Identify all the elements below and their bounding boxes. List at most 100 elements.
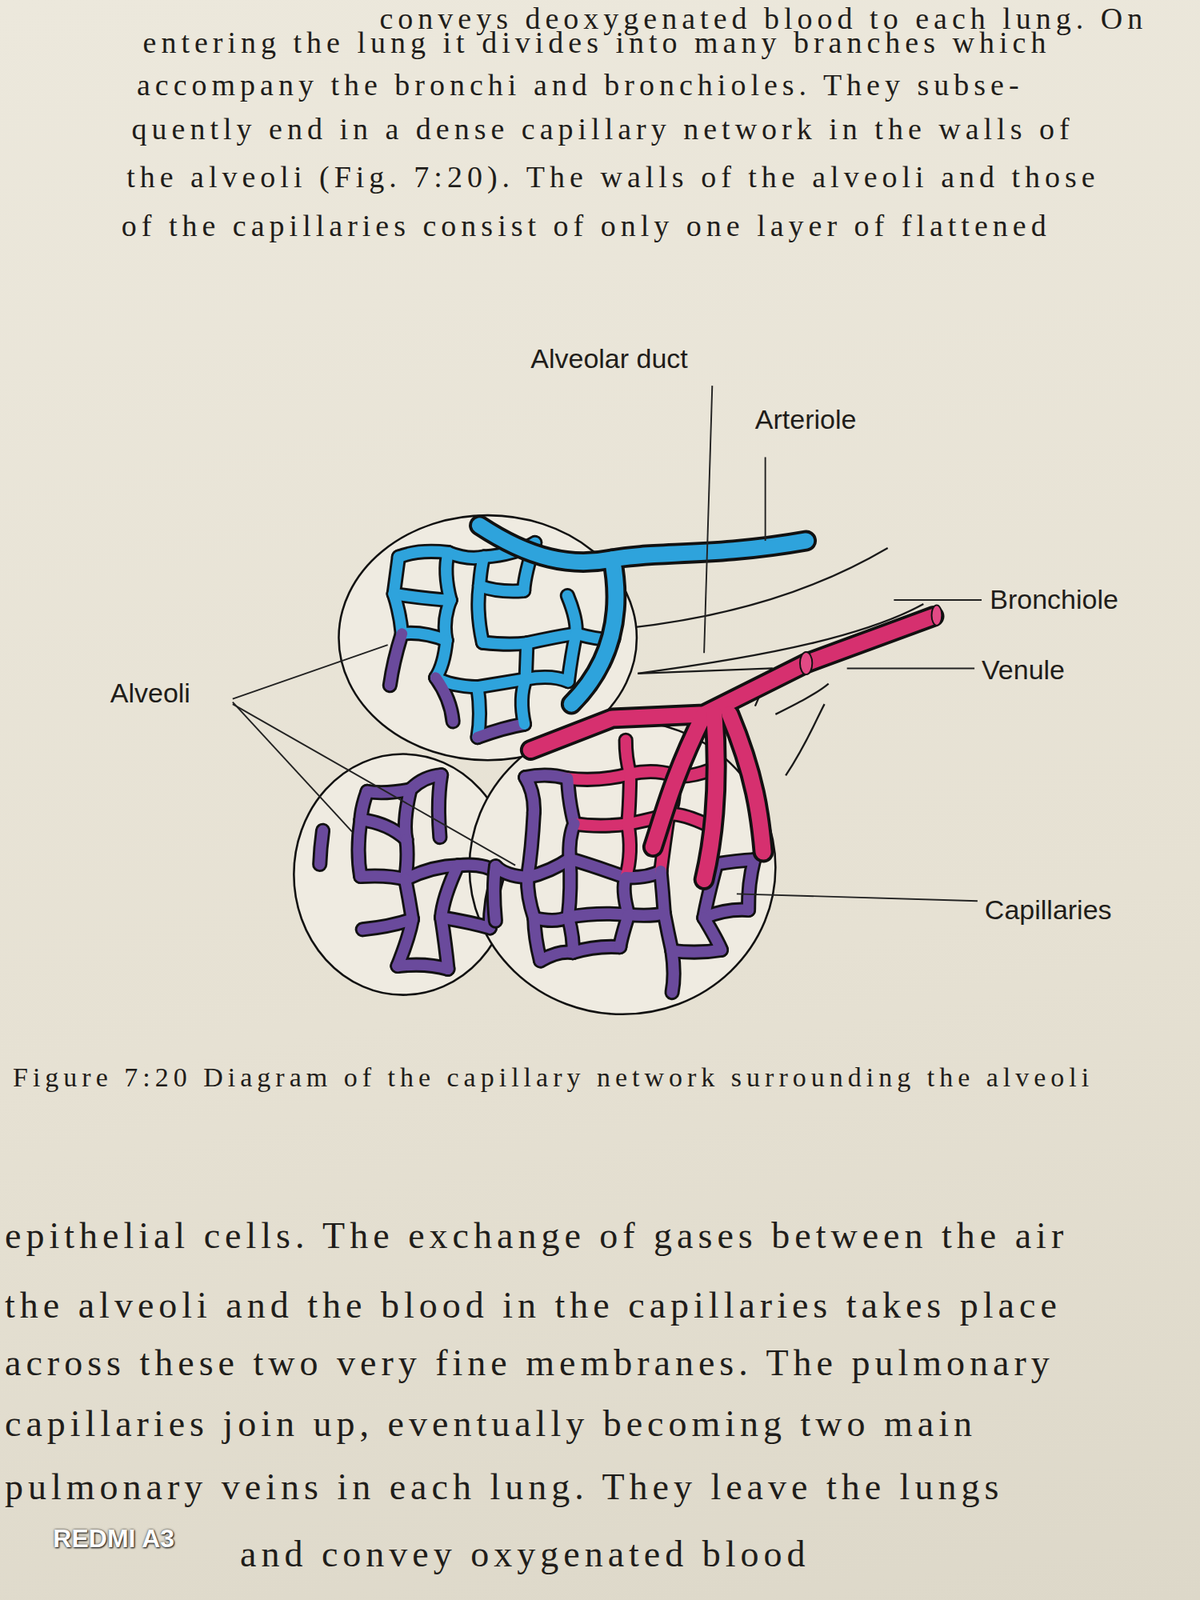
capillary xyxy=(527,859,570,878)
capillary xyxy=(482,642,527,644)
part-label: Alveolar duct xyxy=(530,343,688,375)
leader-line xyxy=(704,385,712,653)
capillary xyxy=(477,687,480,738)
capillary-outline xyxy=(572,946,620,952)
body-text-line: the alveoli and the blood in the capilla… xyxy=(4,1284,1062,1328)
capillary xyxy=(527,812,534,877)
capillary-outline xyxy=(398,551,448,557)
body-text-line: the alveoli (Fig. 7:20). The walls of th… xyxy=(126,160,1100,196)
capillary xyxy=(436,640,447,678)
capillary-outline xyxy=(527,877,534,919)
venule-outline xyxy=(729,714,764,852)
capillary-outline xyxy=(393,556,399,594)
capillary-outline xyxy=(704,917,722,950)
capillary-outline xyxy=(569,859,626,878)
part-label: Alveoli xyxy=(110,677,191,709)
capillary-outline xyxy=(672,951,674,993)
capillary xyxy=(398,551,448,557)
arteriole xyxy=(571,559,616,704)
capillary xyxy=(444,600,451,640)
capillary-outline xyxy=(446,552,451,601)
figure-caption: Figure 7:20 Diagram of the capillary net… xyxy=(12,1061,1094,1093)
capillary xyxy=(628,913,665,916)
leader-line xyxy=(893,599,982,601)
capillary-outline xyxy=(620,915,629,948)
body-text-line: epithelial cells. The exchange of gases … xyxy=(4,1215,1068,1258)
capillary-outline xyxy=(521,679,526,724)
capillary-outline xyxy=(405,879,413,920)
capillary-outline xyxy=(525,677,568,682)
leader-lines xyxy=(232,385,982,901)
capillary xyxy=(534,918,541,961)
venule-outline xyxy=(652,714,704,848)
venule xyxy=(729,714,764,852)
capillary-outline xyxy=(360,876,406,880)
body-text-line: quently end in a dense capillary network… xyxy=(132,112,1075,148)
capillary-outline xyxy=(401,632,447,640)
capillary xyxy=(672,951,674,993)
capillary-outline xyxy=(534,918,541,961)
capillary xyxy=(625,824,630,878)
capillary xyxy=(367,789,411,793)
capillary xyxy=(389,633,402,686)
capillary-outline xyxy=(477,724,525,737)
capillary-outline xyxy=(704,909,749,918)
capillary xyxy=(441,917,491,928)
capillary xyxy=(704,917,722,950)
capillary xyxy=(438,775,441,838)
capillary xyxy=(360,820,407,840)
capillary-outline xyxy=(628,913,665,916)
part-label: Bronchiole xyxy=(989,584,1119,616)
capillary xyxy=(660,871,664,914)
capillary xyxy=(479,585,524,592)
venule-end xyxy=(932,604,943,626)
leader-line xyxy=(232,702,352,832)
capillary-outline xyxy=(441,865,459,918)
capillary xyxy=(628,773,631,824)
capillary-outline xyxy=(527,812,534,877)
capillary-outline xyxy=(444,600,451,640)
capillary xyxy=(624,877,628,916)
capillary xyxy=(393,593,451,600)
capillary-outline xyxy=(624,877,628,916)
capillary xyxy=(527,877,534,919)
capillary xyxy=(397,919,413,967)
capillary-outline xyxy=(367,789,411,793)
venule-outline xyxy=(704,714,716,880)
capillary xyxy=(525,777,535,813)
capillary-outline xyxy=(574,824,628,827)
capillary xyxy=(620,915,629,948)
capillary xyxy=(404,789,411,840)
capillary xyxy=(397,964,448,969)
capillary-outline xyxy=(393,593,451,600)
leader-line xyxy=(736,893,978,901)
arteriole-outline xyxy=(571,559,616,704)
body-text-line: entering the lung it divides into many b… xyxy=(143,25,1052,61)
capillary xyxy=(393,556,399,594)
capillary-outline xyxy=(664,913,672,952)
part-label: Capillaries xyxy=(984,894,1112,926)
capillary xyxy=(493,866,496,921)
capillary-outline xyxy=(438,775,441,838)
capillary xyxy=(574,824,628,827)
capillary xyxy=(521,679,526,724)
capillary-outline xyxy=(568,859,571,918)
capillary xyxy=(320,830,324,864)
capillary-outline xyxy=(628,773,631,824)
capillary-outline xyxy=(320,830,324,864)
capillary xyxy=(360,876,406,880)
capillary xyxy=(401,632,447,640)
alveolus xyxy=(469,720,776,1015)
vessel-trunks xyxy=(479,525,942,880)
capillary-outline xyxy=(525,777,535,813)
alveoli-group xyxy=(293,515,776,1015)
capillary xyxy=(568,913,628,917)
capillary-outline xyxy=(478,585,484,643)
capillary xyxy=(358,820,361,877)
capillary xyxy=(525,677,568,682)
capillary-outline xyxy=(660,871,664,914)
capillary xyxy=(664,913,672,952)
capillary xyxy=(478,585,484,643)
leader-line xyxy=(232,704,516,866)
capillary xyxy=(567,595,576,634)
